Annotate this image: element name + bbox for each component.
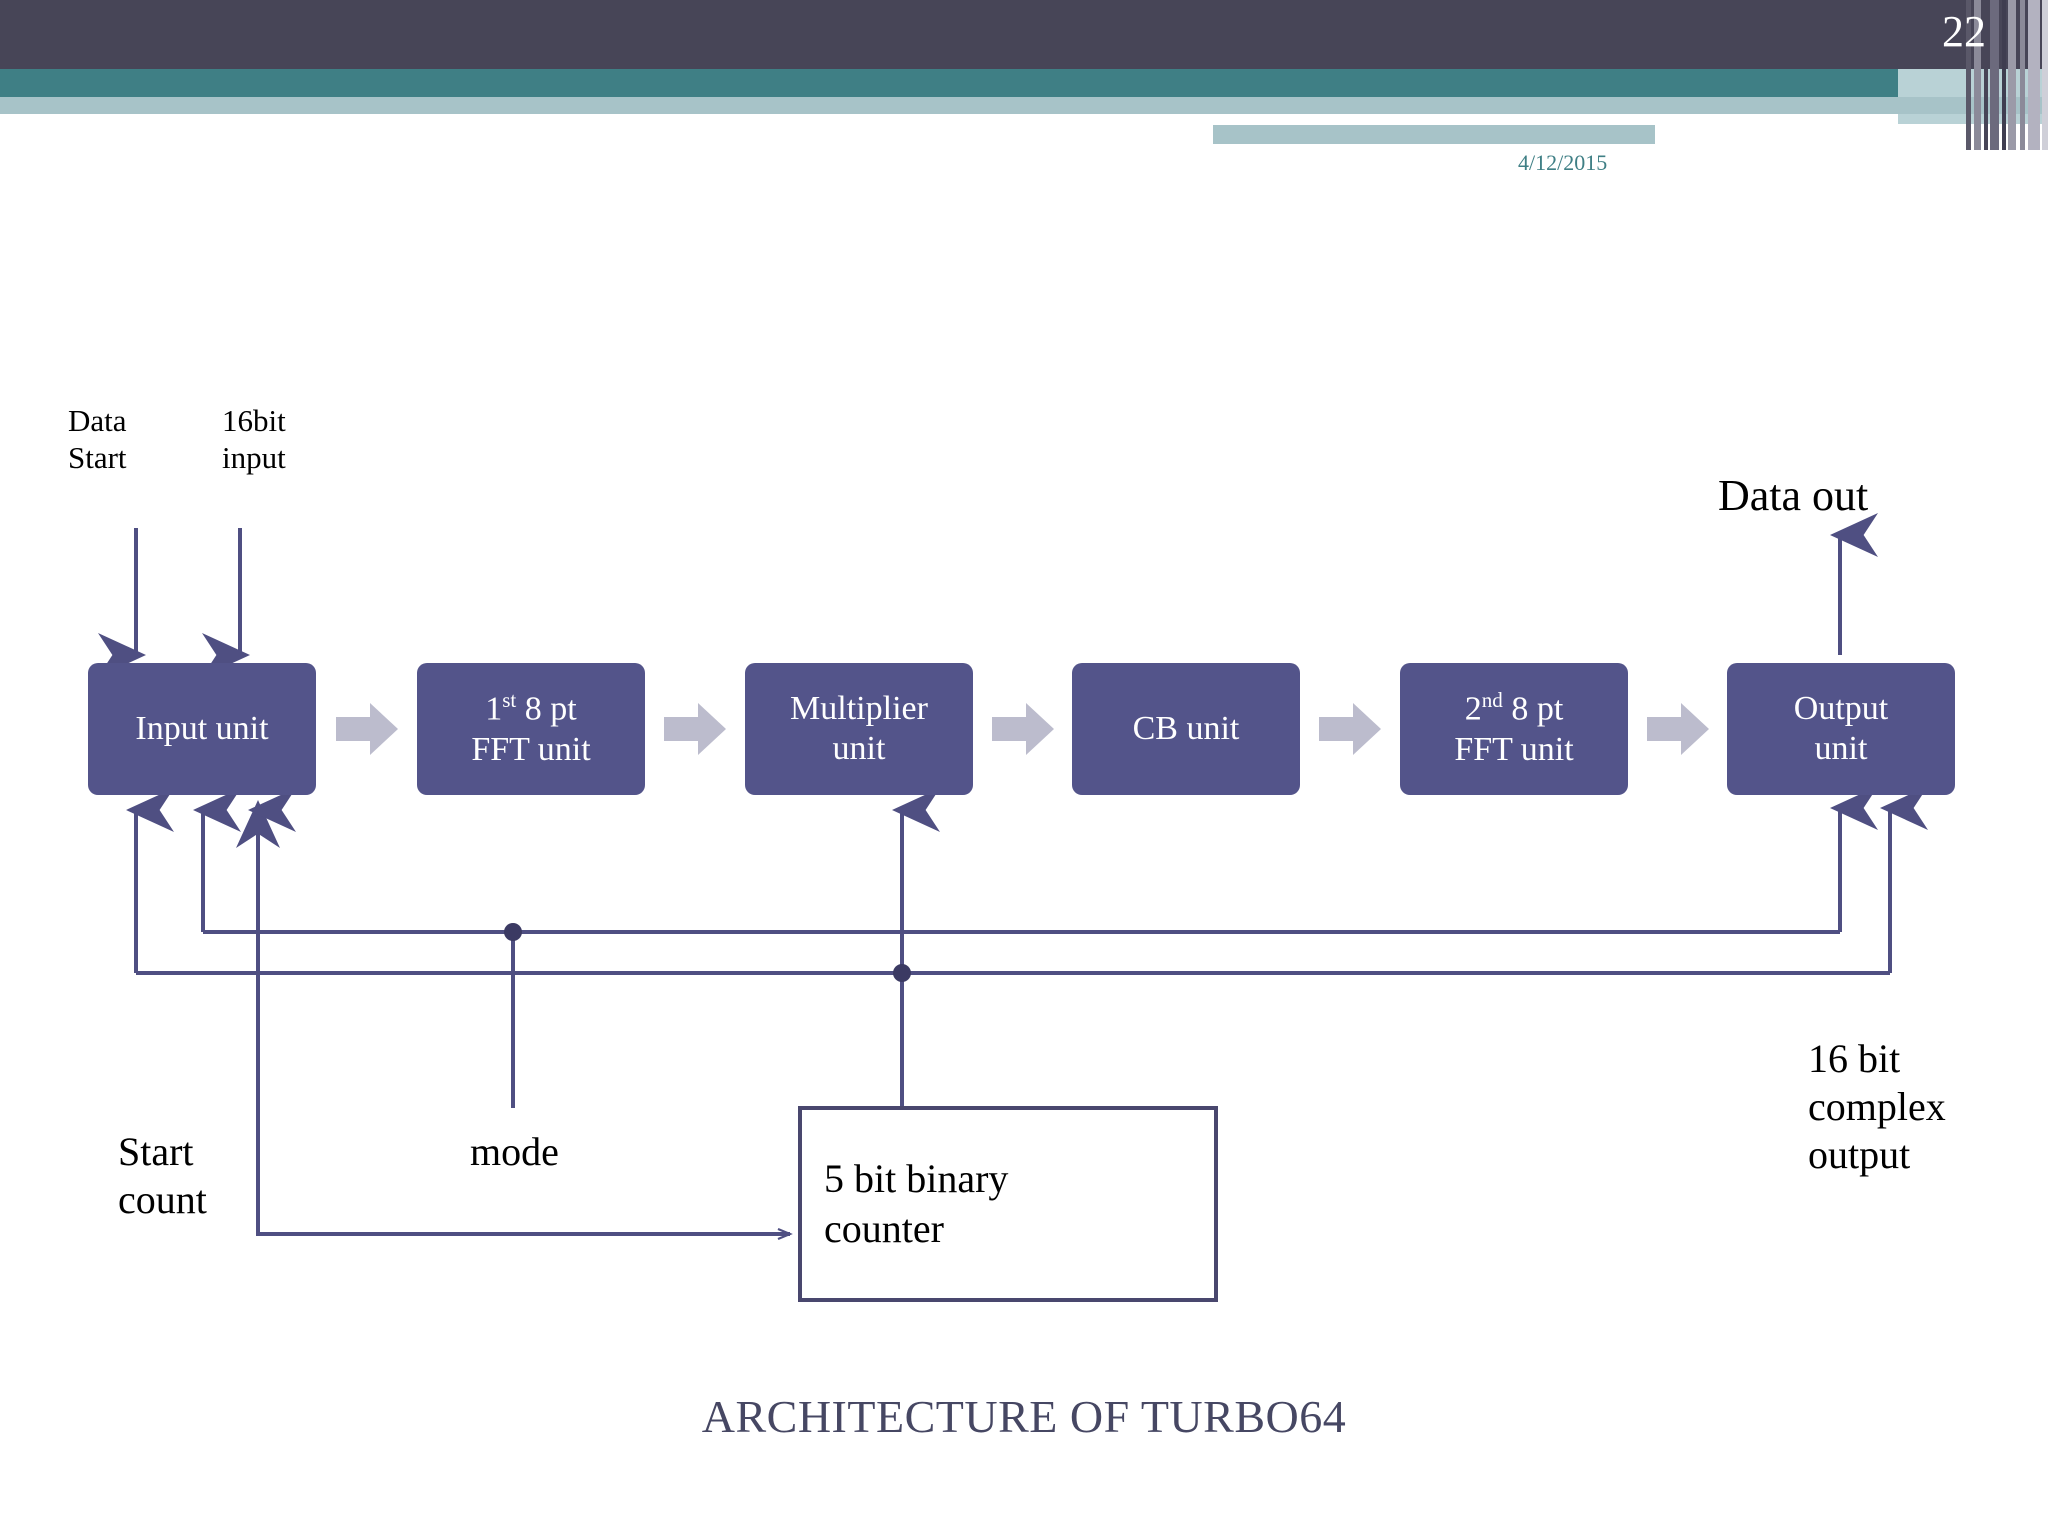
label-16bit-input: 16bit input [222, 403, 286, 476]
chevron-right-icon [336, 703, 398, 755]
header-edge-stripe-6 [2020, 0, 2025, 150]
label-data-out: Data out [1718, 471, 1869, 520]
chevron-right-icon [992, 703, 1054, 755]
header-white-stripe [1213, 114, 1898, 125]
block-cb-unit[interactable]: CB unit [1072, 663, 1300, 795]
label-mode: mode [470, 1129, 559, 1174]
header-edge-stripe-4 [2002, 0, 2006, 150]
label-data-start: Data Start [68, 403, 127, 476]
chevron-right-icon [664, 703, 726, 755]
junction-dot-count [893, 964, 911, 982]
header-light-band-left [0, 97, 1213, 114]
chevron-right-icon [1647, 703, 1709, 755]
header-edge-stripe-5 [2008, 0, 2016, 150]
junction-dot-mode [504, 923, 522, 941]
slide-header: 22 [0, 0, 2048, 150]
header-edge-stripe-1 [1974, 0, 1981, 150]
header-white-block-lower [1655, 125, 2048, 144]
slide-date: 4/12/2015 [1518, 150, 1608, 175]
header-edge-stripe-8 [2042, 0, 2048, 150]
header-edge-stripe-0 [1966, 0, 1971, 150]
label-16bit-complex-output: 16 bit complex output [1808, 1036, 1946, 1177]
header-edge-stripe-2 [1984, 0, 1988, 150]
header-edge-stripe-7 [2028, 0, 2040, 150]
label-start-count: Start count [118, 1129, 207, 1222]
diagram-title: ARCHITECTURE OF TURBO64 [701, 1391, 1347, 1442]
header-edge-stripe-3 [1990, 0, 1999, 150]
block-input-unit[interactable]: Input unit [88, 663, 316, 795]
header-teal-band [0, 69, 2048, 97]
header-dark-band [0, 0, 2048, 69]
chevron-right-icon [1319, 703, 1381, 755]
header-light-band-right [1213, 97, 2048, 114]
block-label: Input unit [135, 709, 269, 747]
page-number: 22 [1942, 7, 1986, 56]
block-label: CB unit [1132, 709, 1240, 747]
